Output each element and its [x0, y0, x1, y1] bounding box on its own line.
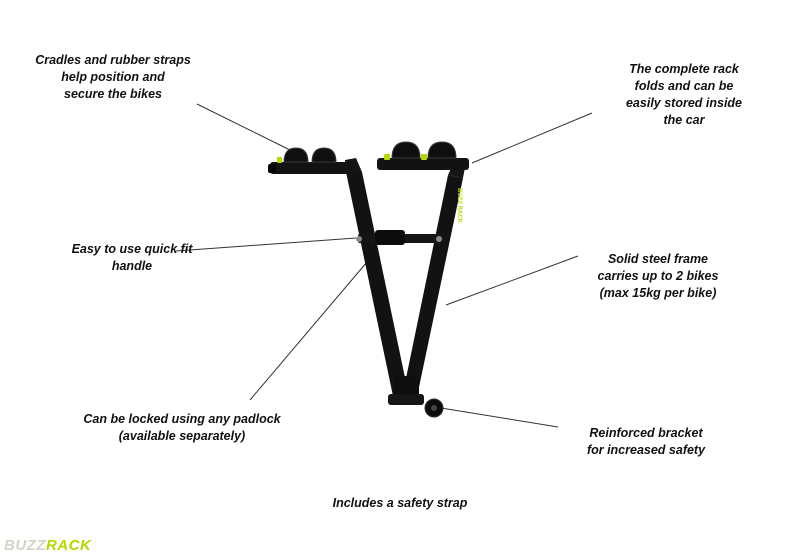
- callout-line: handle: [111, 259, 153, 273]
- bike-rack-illustration: BUZZ RACK: [268, 141, 469, 418]
- callout-line: folds and can be: [634, 79, 734, 93]
- brand-logo-part1: BUZZ: [4, 537, 46, 554]
- callout-cradles: Cradles and rubber straps help position …: [28, 52, 198, 103]
- callout-line: easily stored inside: [625, 96, 743, 110]
- brand-logo-part2: RACK: [46, 537, 92, 554]
- arm-product-label: BUZZ RACK: [456, 188, 462, 224]
- callout-line: for increased safety: [586, 443, 706, 457]
- leader-line-folds: [471, 112, 593, 164]
- callout-line: (max 15kg per bike): [599, 286, 717, 300]
- callout-line: Cradles and rubber straps: [35, 53, 191, 67]
- brand-logo: BUZZRACK: [4, 537, 91, 554]
- callout-line: (available separately): [118, 429, 246, 443]
- callout-line: Solid steel frame: [607, 252, 709, 266]
- leader-line-bracket: [440, 407, 559, 428]
- callout-folds: The complete rack folds and can be easil…: [594, 61, 774, 129]
- leader-line-frame: [445, 255, 579, 306]
- callout-line: Easy to use quick fit: [71, 242, 193, 256]
- callout-line: help position and: [61, 70, 165, 84]
- callout-line: carries up to 2 bikes: [597, 269, 719, 283]
- callout-strap: Includes a safety strap: [300, 495, 500, 512]
- leader-line-cradles: [196, 103, 291, 151]
- callout-line: the car: [663, 113, 705, 127]
- callout-frame: Solid steel frame carries up to 2 bikes …: [568, 251, 748, 302]
- callout-line: Includes a safety strap: [332, 496, 468, 510]
- callout-line: Reinforced bracket: [589, 426, 703, 440]
- callout-bracket: Reinforced bracket for increased safety: [566, 425, 726, 459]
- leader-line-padlock: [249, 261, 368, 401]
- callout-line: secure the bikes: [64, 87, 162, 101]
- callout-handle: Easy to use quick fit handle: [52, 241, 212, 275]
- leader-line-handle: [175, 237, 357, 252]
- callout-padlock: Can be locked using any padlock (availab…: [64, 411, 300, 445]
- callout-line: Can be locked using any padlock: [83, 412, 281, 426]
- callout-line: The complete rack: [629, 62, 739, 76]
